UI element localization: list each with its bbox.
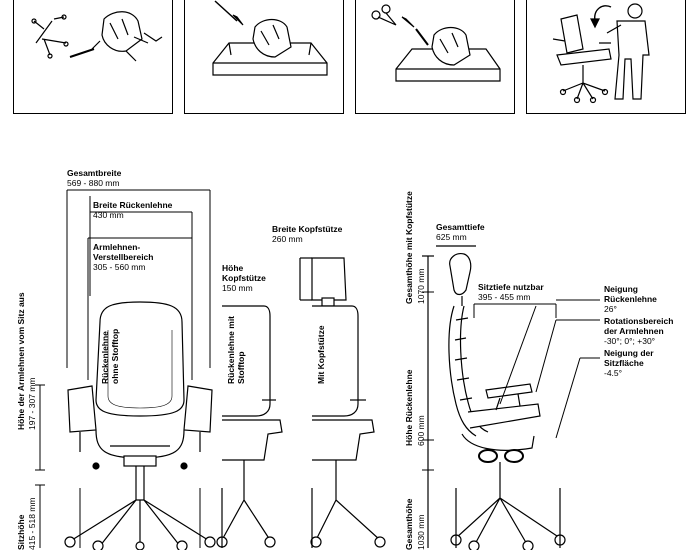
label-hoehe-ruecken: Höhe Rückenlehne — [404, 369, 414, 446]
step-frame-3 — [355, 0, 515, 114]
label-neigung-sitz: Neigung der Sitzfläche -4.5° — [604, 348, 654, 378]
label-ruecken-ohne: Rückenlehne — [100, 331, 110, 384]
value-hoehe-armlehnen: 197 - 307 mm — [27, 377, 37, 430]
value-gesamthoehe-kopf: 1070 mm — [416, 268, 426, 304]
callout-rotation — [535, 319, 557, 393]
label-rotation: Rotationsbereich der Armlehnen -30°; 0°;… — [604, 316, 674, 346]
tools-box-icon — [371, 4, 501, 82]
side-chair-fabric-top — [216, 305, 283, 548]
step-frame-2 — [184, 0, 344, 114]
label-sitztiefe: Sitztiefe nutzbar 395 - 455 mm — [478, 282, 544, 302]
sitztiefe-bracket — [473, 303, 557, 318]
front-chair — [64, 301, 216, 550]
label-hoehe-kopfstuetze: Höhe Kopfstütze 150 mm — [222, 263, 266, 293]
label-hoehe-armlehnen: Höhe der Armlehnen vom Sitz aus — [16, 292, 26, 430]
unboxed-parts-icon — [31, 11, 163, 62]
callout-sitztiefe — [499, 305, 537, 405]
label-ruecken-mit: Rückenlehne mit — [226, 315, 236, 384]
place-in-box-icon — [212, 0, 328, 76]
label-gesamthoehe-kopf: Gesamthöhe mit Kopfstütze — [404, 191, 414, 304]
armlehnen-bracket — [87, 237, 193, 380]
value-gesamthoehe: 1030 mm — [416, 514, 426, 550]
label-mit-kopfstuetze: Mit Kopfstütze — [316, 325, 326, 384]
label-sitzhoehe: Sitzhöhe — [16, 514, 26, 550]
person-with-chair-icon — [552, 3, 650, 104]
label-armlehnen: Armlehnen- Verstellbereich 305 - 560 mm — [93, 242, 154, 272]
value-sitzhoehe: 415 - 518 mm — [27, 497, 37, 550]
callout-neigung-sitz — [555, 357, 581, 439]
label-breite-kopfstuetze: Breite Kopfstütze 260 mm — [272, 224, 343, 244]
label-gesamttiefe: Gesamttiefe 625 mm — [436, 222, 485, 242]
gesamtbreite-bracket — [66, 189, 211, 368]
step-frame-4 — [526, 0, 686, 114]
side-chair-headrest — [299, 257, 386, 548]
label-breite-rueckenlehne: Breite Rückenlehne 430 mm — [93, 200, 173, 220]
value-hoehe-ruecken: 600 mm — [416, 415, 426, 446]
label-ruecken-mit-2: Stofftop — [236, 351, 246, 384]
label-gesamtbreite: Gesamtbreite 569 - 880 mm — [67, 168, 122, 188]
label-ruecken-ohne-2: ohne Stofftop — [110, 328, 120, 384]
profile-chair — [422, 245, 566, 550]
label-neigung-ruecken: Neigung Rückenlehne 26° — [604, 284, 657, 314]
label-gesamthoehe: Gesamthöhe — [404, 498, 414, 550]
step-frame-1 — [13, 0, 173, 114]
